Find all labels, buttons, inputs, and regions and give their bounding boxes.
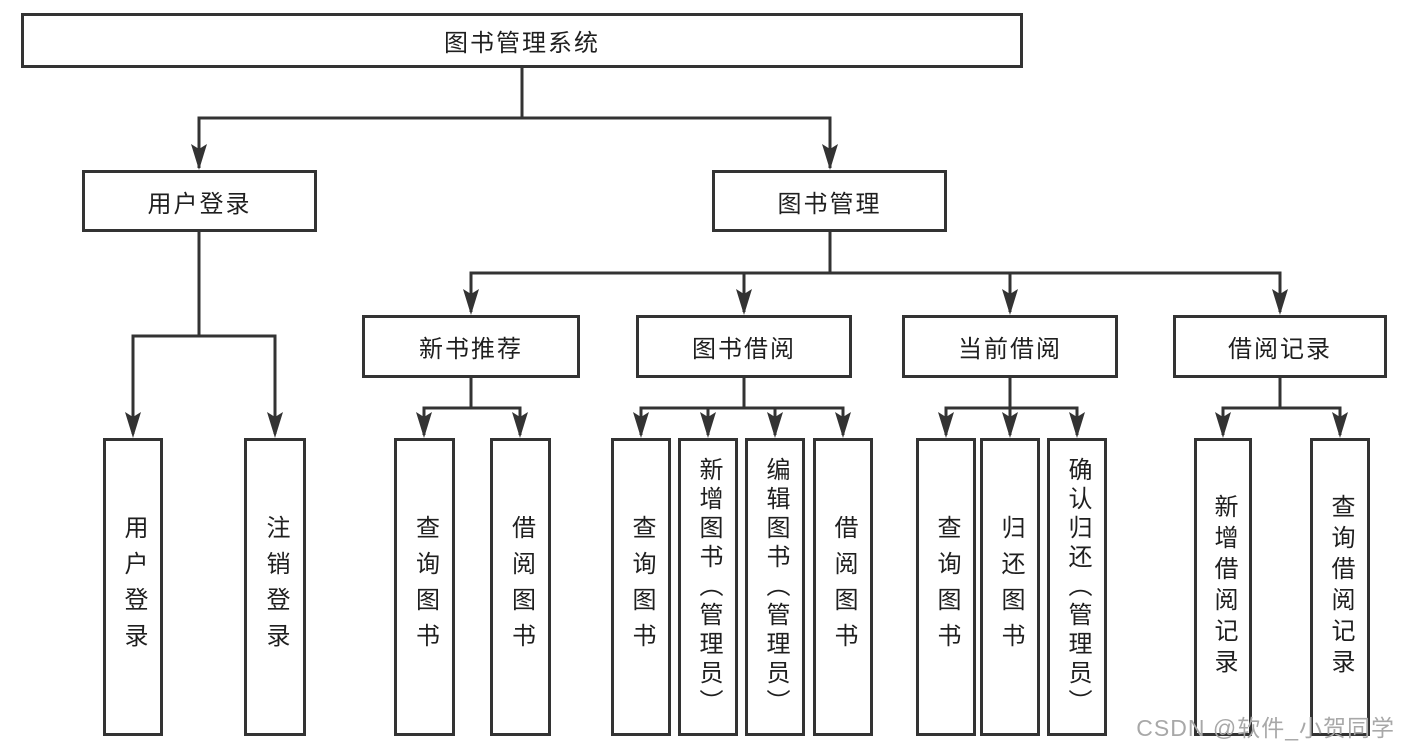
node-label: 查询图书 xyxy=(628,515,655,659)
connector-new-book-recommend xyxy=(422,378,522,435)
node-label: 编辑图书（管理员） xyxy=(762,456,789,718)
leaf-query-books-3: 查询图书 xyxy=(916,438,976,736)
leaf-query-books-2: 查询图书 xyxy=(611,438,671,736)
node-label: 查询借阅记录 xyxy=(1327,494,1354,680)
leaf-add-books-admin: 新增图书（管理员） xyxy=(678,438,738,736)
leaf-query-borrow-record: 查询借阅记录 xyxy=(1310,438,1370,736)
leaf-user-login: 用户登录 xyxy=(103,438,163,736)
node-root-system: 图书管理系统 xyxy=(21,13,1023,68)
node-label: 查询图书 xyxy=(933,515,960,659)
arrowheads xyxy=(125,144,1348,438)
watermark: CSDN @软件_小贺同学 xyxy=(1136,715,1395,741)
connector-borrow-records xyxy=(1221,378,1342,435)
leaf-add-borrow-record: 新增借阅记录 xyxy=(1194,438,1252,736)
node-book-borrow: 图书借阅 xyxy=(636,315,852,378)
node-label: 查询图书 xyxy=(411,515,439,659)
node-label: 归还图书 xyxy=(997,515,1024,659)
connector-book-management xyxy=(469,232,1282,312)
node-label: 确认归还（管理员） xyxy=(1064,456,1091,718)
node-book-management: 图书管理 xyxy=(712,170,947,232)
connector-book-borrow xyxy=(639,378,845,435)
node-label: 借阅图书 xyxy=(830,515,857,659)
node-label: 用户登录 xyxy=(120,515,147,659)
leaf-query-books-1: 查询图书 xyxy=(394,438,455,736)
node-user-login: 用户登录 xyxy=(82,170,317,232)
node-current-borrow: 当前借阅 xyxy=(902,315,1118,378)
node-label: 注销登录 xyxy=(262,515,289,659)
node-label: 借阅图书 xyxy=(507,515,535,659)
leaf-logout: 注销登录 xyxy=(244,438,306,736)
node-label: 新增图书（管理员） xyxy=(695,456,722,718)
connector-user-login xyxy=(131,232,277,434)
node-borrow-records: 借阅记录 xyxy=(1173,315,1387,378)
leaf-edit-books-admin: 编辑图书（管理员） xyxy=(745,438,805,736)
node-new-book-recommend: 新书推荐 xyxy=(362,315,580,378)
connector-root xyxy=(197,68,832,168)
leaf-borrow-books-2: 借阅图书 xyxy=(813,438,873,736)
leaf-borrow-books-1: 借阅图书 xyxy=(490,438,551,736)
node-label: 新增借阅记录 xyxy=(1210,494,1237,680)
leaf-confirm-return-admin: 确认归还（管理员） xyxy=(1047,438,1107,736)
leaf-return-books: 归还图书 xyxy=(980,438,1040,736)
